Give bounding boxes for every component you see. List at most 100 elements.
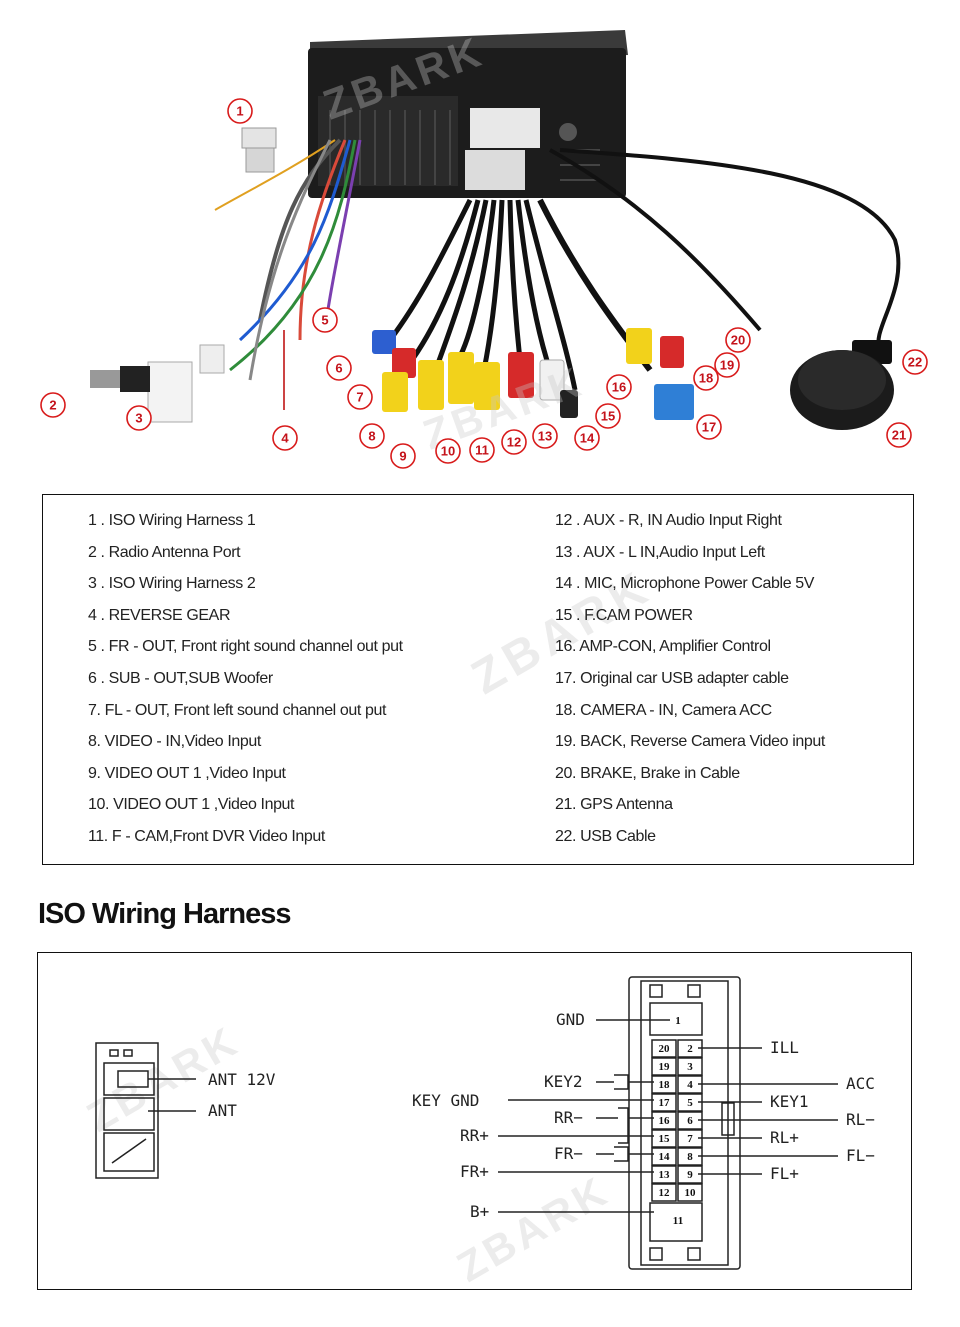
pin-20: 20 [659, 1043, 671, 1055]
svg-text:11: 11 [475, 443, 489, 458]
callout-20: 20 [725, 327, 751, 353]
pin-18: 18 [659, 1079, 671, 1091]
legend-item-21: 21. GPS Antenna [555, 796, 673, 814]
svg-text:19: 19 [720, 358, 734, 373]
svg-text:22: 22 [908, 355, 922, 370]
legend-item-15: 15 . F.CAM POWER [555, 606, 693, 624]
wiring-diagram: ZBARK ZBARK ANT 12V ANT [79, 976, 875, 1291]
callout-14: 14 [574, 425, 600, 451]
label-fr-minus: FR− [554, 1144, 583, 1163]
pin-14: 14 [659, 1151, 671, 1163]
callout-12: 12 [501, 429, 527, 455]
gps-antenna [790, 350, 894, 430]
callout-3: 3 [126, 405, 152, 431]
rca-plug-yellow-1 [382, 372, 408, 412]
rca-plug-sub [372, 330, 396, 354]
iso-connector-body [628, 976, 741, 1270]
mic-plug [560, 390, 578, 418]
callout-17: 17 [696, 414, 722, 440]
legend-item-3: 3 . ISO Wiring Harness 2 [88, 575, 256, 593]
label-rr-plus: RR+ [460, 1126, 489, 1145]
svg-text:21: 21 [892, 428, 906, 443]
callout-1: 1 [227, 98, 253, 124]
rca-cables [372, 148, 901, 420]
label-fl-plus: FL+ [770, 1164, 799, 1183]
rca-plug-yellow-2 [418, 360, 444, 410]
wiring-watermark-2: ZBARK [449, 1167, 617, 1291]
pin-2: 2 [687, 1043, 693, 1055]
legend-item-8: 8. VIDEO - IN,Video Input [88, 733, 261, 751]
rca-plug-red-2 [508, 352, 534, 398]
callout-8: 8 [359, 423, 385, 449]
callout-15: 15 [595, 403, 621, 429]
pin-12: 12 [659, 1187, 671, 1199]
legend-item-20: 20. BRAKE, Brake in Cable [555, 764, 740, 782]
callout-19: 19 [714, 352, 740, 378]
legend-item-11: 11. F - CAM,Front DVR Video Input [88, 827, 325, 845]
legend-item-13: 13 . AUX - L IN,Audio Input Left [555, 543, 765, 561]
callout-22: 22 [902, 349, 928, 375]
label-ill: ILL [770, 1038, 799, 1057]
legend-item-4: 4 . REVERSE GEAR [88, 606, 231, 624]
callout-2: 2 [40, 392, 66, 418]
legend-item-12: 12 . AUX - R, IN Audio Input Right [555, 512, 782, 529]
legend-item-9: 9. VIDEO OUT 1 ,Video Input [88, 764, 286, 782]
legend-item-19: 19. BACK, Reverse Camera Video input [555, 733, 825, 751]
legend-left-column: 1 . ISO Wiring Harness 1 2 . Radio Anten… [88, 505, 403, 853]
label-ant: ANT [208, 1101, 237, 1120]
legend-box: ZBARK 1 . ISO Wiring Harness 1 2 . Radio… [42, 494, 914, 865]
callout-9: 9 [390, 443, 416, 469]
section-title: ISO Wiring Harness [38, 898, 291, 930]
left-wires [498, 1019, 670, 1213]
pin-15: 15 [659, 1133, 671, 1145]
pin-10: 10 [685, 1187, 697, 1199]
pin-3: 3 [687, 1061, 693, 1073]
pin-5: 5 [687, 1097, 693, 1109]
label-acc: ACC [846, 1074, 875, 1093]
label-rl-minus: RL− [846, 1110, 875, 1129]
iso-harness-2 [90, 330, 285, 423]
svg-text:9: 9 [399, 449, 406, 464]
rca-plug-white [539, 359, 565, 401]
pin-19: 19 [659, 1061, 671, 1073]
callout-21: 21 [886, 422, 912, 448]
label-b-plus: B+ [470, 1202, 489, 1221]
svg-text:10: 10 [441, 444, 455, 459]
legend-item-6: 6 . SUB - OUT,SUB Woofer [88, 669, 273, 687]
svg-text:16: 16 [612, 380, 626, 395]
svg-text:3: 3 [135, 411, 142, 426]
rca-plug-yellow-3 [448, 352, 474, 404]
rca-plug-yellow-4 [474, 362, 500, 410]
legend-item-16: 16. AMP-CON, Amplifier Control [555, 638, 771, 656]
callout-16: 16 [606, 374, 632, 400]
callout-13: 13 [532, 423, 558, 449]
svg-text:15: 15 [601, 409, 615, 424]
svg-text:18: 18 [699, 371, 713, 386]
label-fr-plus: FR+ [460, 1162, 489, 1181]
label-rr-minus: RR− [554, 1108, 583, 1127]
legend-item-7: 7. FL - OUT, Front left sound channel ou… [88, 701, 387, 719]
pin-9: 9 [687, 1169, 693, 1181]
head-unit [308, 30, 628, 198]
svg-text:7: 7 [356, 390, 363, 405]
callout-10: 10 [435, 438, 461, 464]
label-fl-minus: FL− [846, 1146, 875, 1165]
legend-item-22: 22. USB Cable [555, 827, 656, 845]
wiring-diagram-box: ZBARK ZBARK ANT 12V ANT [37, 952, 912, 1291]
usb-blue-connector [654, 384, 694, 420]
legend-item-2: 2 . Radio Antenna Port [88, 543, 241, 561]
pin-4: 4 [687, 1079, 693, 1091]
svg-text:14: 14 [580, 431, 595, 446]
legend-item-10: 10. VIDEO OUT 1 ,Video Input [88, 796, 295, 814]
svg-text:2: 2 [49, 398, 56, 413]
label-key1: KEY1 [770, 1092, 809, 1111]
label-key-gnd: KEY GND [412, 1091, 479, 1110]
legend-item-1: 1 . ISO Wiring Harness 1 [88, 512, 256, 529]
callout-4: 4 [272, 425, 298, 451]
right-wires [698, 1047, 838, 1175]
pin-17: 17 [659, 1097, 671, 1109]
svg-text:1: 1 [236, 104, 243, 119]
legend-item-14: 14 . MIC, Microphone Power Cable 5V [555, 575, 815, 593]
pin-13: 13 [659, 1169, 671, 1181]
callout-11: 11 [469, 437, 495, 463]
